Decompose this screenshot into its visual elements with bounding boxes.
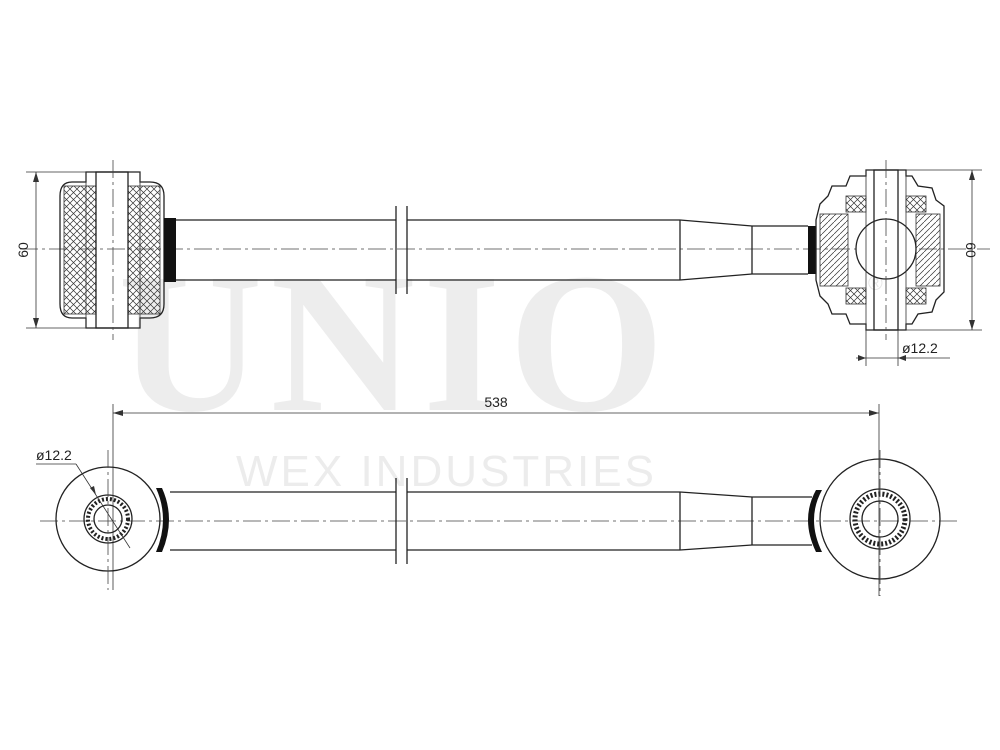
right-ball-joint-section [815, 160, 945, 340]
watermark-brand: UNIO [118, 233, 672, 454]
dimension-label-overall-length: 538 [484, 394, 508, 410]
dimension-bore-bottom: ø12.2 [36, 447, 131, 590]
dimension-label-bore-top: ø12.2 [902, 340, 938, 356]
dimension-height-right: 60 [906, 169, 982, 331]
dimension-overall-length: 538 [112, 394, 880, 596]
top-view: 60 60 ø12.2 [15, 160, 990, 366]
top-shaft [176, 206, 816, 294]
dimension-bore-top: ø12.2 [856, 330, 950, 366]
dimension-height-left: 60 [15, 171, 86, 329]
dimension-label-height-left: 60 [15, 242, 31, 258]
watermark: UNIO ® WEX INDUSTRIES [118, 233, 883, 496]
bottom-shaft [170, 478, 812, 564]
left-eye-end [55, 466, 169, 572]
left-bushing-section [59, 160, 176, 340]
right-eye-end [808, 450, 941, 596]
dimension-label-height-right: 60 [963, 242, 979, 258]
watermark-company: WEX INDUSTRIES [236, 447, 657, 496]
bottom-view: ø12.2 [36, 447, 958, 596]
dimension-label-bore-bottom: ø12.2 [36, 447, 72, 463]
